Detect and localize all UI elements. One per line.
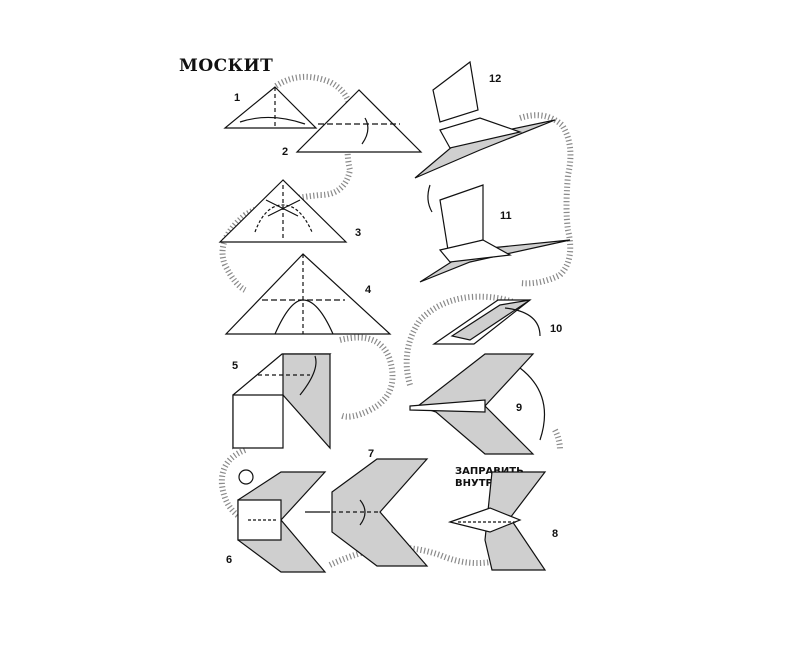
step-6-figure: [237, 469, 327, 573]
step-9-figure: [409, 353, 546, 455]
tuck-inside-note: ЗАПРАВИТЬ ВНУТРЬ: [455, 466, 524, 490]
step-3-number: 3: [355, 227, 361, 239]
step-2-number: 2: [282, 146, 288, 158]
step-5-number: 5: [232, 360, 238, 372]
step-1-figure: [223, 86, 318, 129]
step-10-number: 10: [550, 323, 562, 335]
step-4-figure: [224, 253, 392, 335]
step-1-number: 1: [234, 92, 240, 104]
step-11-figure: [419, 184, 571, 283]
step-7-number: 7: [368, 448, 374, 460]
step-3-figure: [218, 179, 348, 243]
tuck-note-line-2: ВНУТРЬ: [455, 478, 501, 489]
step-12-number: 12: [489, 73, 501, 85]
step-10-figure: [432, 299, 541, 345]
step-7-figure: [305, 458, 429, 567]
step-12-figure: [414, 60, 556, 179]
tuck-note-line-1: ЗАПРАВИТЬ: [455, 466, 524, 477]
step-11-number: 11: [500, 210, 512, 222]
diagram-title: МОСКИТ: [179, 56, 274, 76]
step-9-number: 9: [516, 402, 522, 414]
step-2-figure: [295, 89, 423, 153]
step-4-number: 4: [365, 284, 372, 296]
step-5-figure: [232, 353, 332, 450]
step-8-figure: [447, 471, 547, 571]
step-8-number: 8: [552, 528, 558, 540]
step-6-number: 6: [226, 554, 232, 566]
